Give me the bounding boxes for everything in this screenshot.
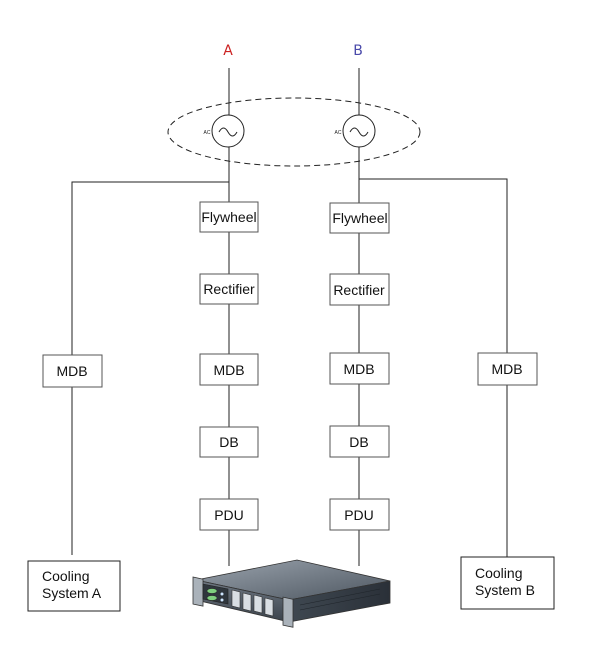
ac-generator-a: AC	[204, 114, 245, 148]
flywheel-a: Flywheel	[199, 201, 259, 233]
pdu-a-label: PDU	[214, 507, 244, 523]
pdu-b: PDU	[329, 498, 390, 531]
cooling-system-a: Cooling System A	[27, 560, 121, 612]
mdb-cooling-b: MDB	[477, 352, 538, 386]
chain-b: Flywheel Rectifier MDB DB PDU	[329, 202, 390, 531]
flywheel-b: Flywheel	[329, 202, 390, 234]
db-b: DB	[329, 425, 390, 458]
pdu-a: PDU	[199, 498, 259, 531]
cooling-system-b-line2: System B	[475, 582, 535, 598]
cooling-system-b: Cooling System B	[460, 556, 555, 610]
mdb-cooling-a: MDB	[42, 354, 103, 388]
mdb-a-label: MDB	[213, 362, 244, 378]
rectifier-b: Rectifier	[329, 273, 390, 306]
db-b-label: DB	[349, 434, 368, 450]
generator-b-label: AC	[335, 130, 342, 136]
cooling-system-a-line2: System A	[42, 585, 102, 601]
mdb-b: MDB	[329, 352, 390, 385]
flywheel-b-label: Flywheel	[332, 210, 387, 226]
cooling-system-a-line1: Cooling	[42, 568, 89, 584]
rack-server-icon	[192, 559, 391, 628]
cooling-system-b-line1: Cooling	[475, 565, 522, 581]
source-a-label: A	[223, 43, 233, 59]
mdb-a: MDB	[199, 353, 259, 386]
generator-a-label: AC	[204, 130, 211, 136]
mdb-b-label: MDB	[343, 361, 374, 377]
rectifier-b-label: Rectifier	[333, 282, 385, 298]
rectifier-a: Rectifier	[199, 273, 259, 305]
pdu-b-label: PDU	[344, 507, 374, 523]
cooling-branch-a: MDB Cooling System A	[27, 354, 121, 612]
chain-a: Flywheel Rectifier MDB DB PDU	[199, 201, 259, 531]
ac-generator-icon	[342, 114, 376, 148]
utility-grid-ellipse	[167, 97, 421, 167]
db-a-label: DB	[219, 434, 238, 450]
ac-generator-b: AC	[335, 114, 376, 148]
cooling-branch-b: MDB Cooling System B	[460, 352, 555, 610]
source-b-label: B	[353, 43, 363, 59]
db-a: DB	[199, 426, 259, 458]
mdb-cooling-a-label: MDB	[56, 363, 87, 379]
flywheel-a-label: Flywheel	[201, 209, 256, 225]
ac-generator-icon	[211, 114, 245, 148]
rectifier-a-label: Rectifier	[203, 281, 255, 297]
mdb-cooling-b-label: MDB	[491, 361, 522, 377]
wiring	[71, 68, 508, 566]
